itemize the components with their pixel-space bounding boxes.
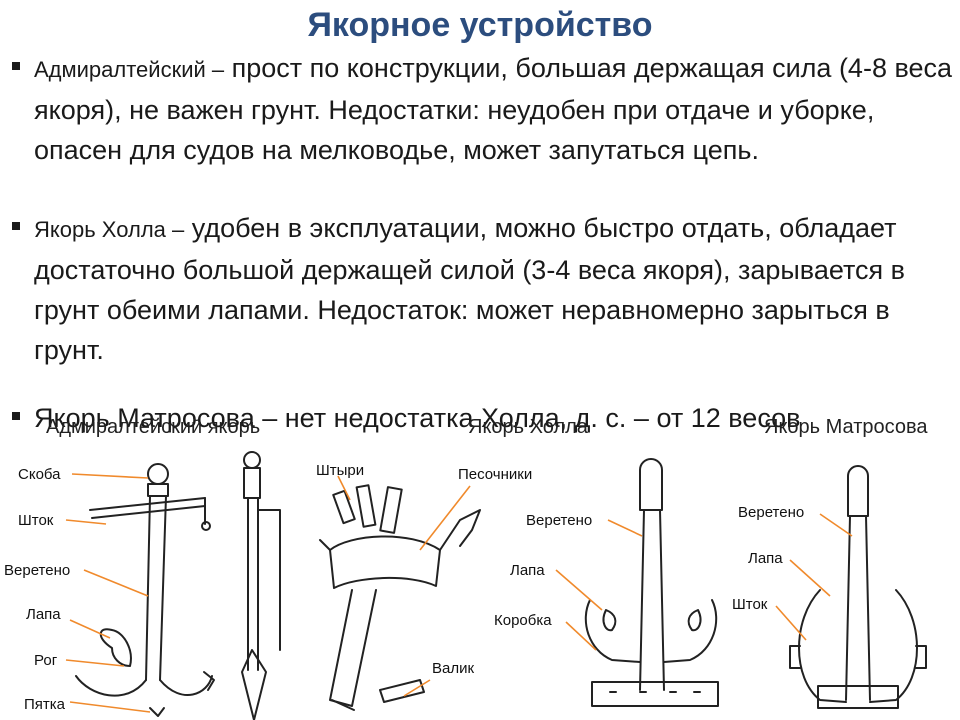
bullet-text: удобен в эксплуатации, можно быстро отда… <box>34 213 906 365</box>
bullet-text: нет недостатка Холла, д. с. – от 12 весо… <box>277 403 801 433</box>
bullet-admiralty: Адмиралтейский – прост по конструкции, б… <box>10 48 955 208</box>
label-hall-vereteno: Веретено <box>526 512 593 529</box>
label-hall-lapa: Лапа <box>510 562 545 579</box>
admiralty-caption: Адмиралтейский якорь <box>46 416 261 438</box>
admiralty-anchor-drawing <box>75 463 215 717</box>
leader-lines <box>65 473 853 713</box>
label-rog: Рог <box>34 652 58 669</box>
slide-title: Якорное устройство <box>307 6 653 44</box>
label-lapa: Лапа <box>26 606 61 623</box>
label-vereteno: Веретено <box>4 562 71 579</box>
matrosov-anchor-drawing <box>789 465 927 709</box>
label-pyatka: Пятка <box>24 696 66 713</box>
anchor-illustrations <box>65 451 927 720</box>
bullet-square-icon <box>12 412 20 420</box>
label-pesochniki: Песочники <box>458 466 533 483</box>
bullet-text: прост по конструкции, большая держащая с… <box>34 53 953 165</box>
label-matrosov-lapa: Лапа <box>748 550 783 567</box>
bullet-list: Адмиралтейский – прост по конструкции, б… <box>10 48 955 438</box>
bullet-matrosov: Якорь Матросова – нет недостатка Холла, … <box>10 398 955 438</box>
matrosov-caption: Якорь Матросова <box>764 416 928 438</box>
anchor-figures: Адмиралтейский якорь Якорь Холла Якорь М… <box>0 410 960 720</box>
label-matrosov-shtok: Шток <box>732 596 768 613</box>
label-shtyri: Штыри <box>316 462 365 479</box>
admiralty-anchor-side-drawing <box>241 451 281 720</box>
bullet-square-icon <box>12 62 20 70</box>
hall-caption: Якорь Холла <box>468 416 588 438</box>
hall-anchor-front-drawing <box>584 458 719 707</box>
bullet-lead: Якорь Матросова – <box>34 403 278 433</box>
label-valik: Валик <box>432 660 475 677</box>
label-shtok: Шток <box>18 512 54 529</box>
hall-anchor-drawing <box>319 484 481 711</box>
label-matrosov-vereteno: Веретено <box>738 504 805 521</box>
label-korobka: Коробка <box>494 612 552 629</box>
bullet-square-icon <box>12 222 20 230</box>
bullet-lead: Якорь Холла – <box>34 217 185 242</box>
bullet-hall: Якорь Холла – удобен в эксплуатации, мож… <box>10 208 955 398</box>
label-skoba: Скоба <box>18 466 61 483</box>
bullet-lead: Адмиралтейский – <box>34 57 225 82</box>
